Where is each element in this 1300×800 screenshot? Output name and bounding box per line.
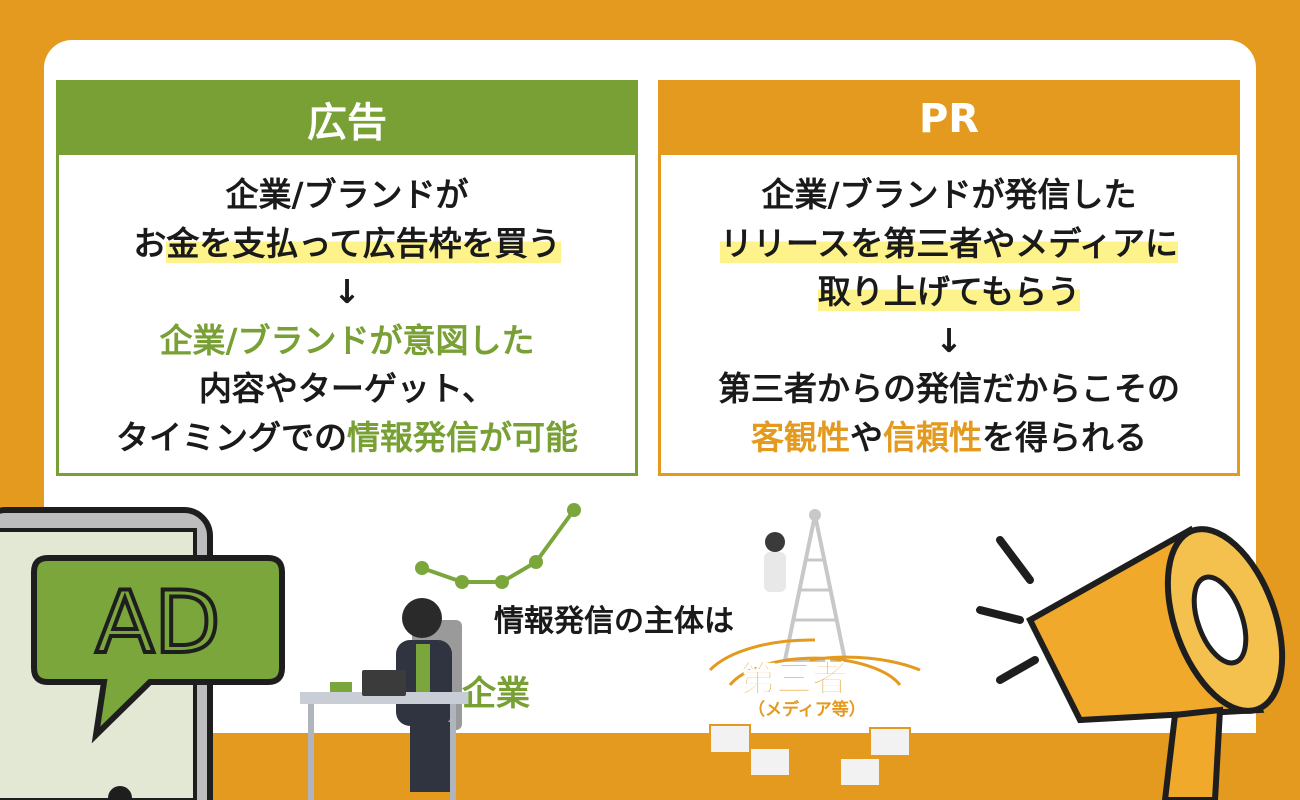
pr-line-1: 企業/ブランドが発信した bbox=[761, 175, 1137, 214]
broadcast-tower-illustration bbox=[708, 509, 921, 787]
pr-objectivity: 客観性 bbox=[751, 417, 850, 457]
ad-line-5-emphasis: 情報発信が可能 bbox=[347, 417, 578, 457]
ad-line-5-prefix: タイミングでの bbox=[116, 417, 347, 457]
ad-line-2-prefix: お bbox=[133, 223, 167, 263]
ad-line-2: お金を支払って広告枠を買う bbox=[59, 220, 635, 269]
pr-line-2-highlight: リリースを第三者やメディアに bbox=[719, 223, 1179, 263]
pr-arrow: ↓ bbox=[935, 320, 963, 360]
ad-line-2-highlight: 金を支払って広告枠を買う bbox=[166, 223, 561, 263]
pr-line-2: リリースを第三者やメディアに bbox=[661, 220, 1237, 269]
ad-panel-body: 企業/ブランドが お金を支払って広告枠を買う ↓ 企業/ブランドが意図した 内容… bbox=[59, 155, 635, 462]
phone-ad-icon: AD bbox=[0, 507, 285, 800]
third-party-label: 第三者 bbox=[739, 659, 849, 701]
media-note: （メディア等） bbox=[748, 700, 866, 720]
ad-bubble-text: AD bbox=[95, 573, 220, 673]
pr-line-4: 第三者からの発信だからこその bbox=[718, 369, 1180, 408]
growth-line-icon bbox=[415, 503, 581, 589]
pr-panel-body: 企業/ブランドが発信した リリースを第三者やメディアに 取り上げてもらう ↓ 第… bbox=[661, 155, 1237, 462]
pr-panel-title: PR bbox=[661, 83, 1237, 155]
pr-line-5-suffix: を得られる bbox=[982, 417, 1147, 457]
ad-arrow: ↓ bbox=[333, 272, 361, 311]
ad-line-5: タイミングでの情報発信が可能 bbox=[59, 414, 635, 463]
ad-line-4: 内容やターゲット、 bbox=[198, 369, 496, 408]
office-worker-illustration bbox=[300, 598, 470, 800]
ad-line-3: 企業/ブランドが意図した bbox=[159, 320, 535, 360]
bottom-band bbox=[0, 733, 1300, 800]
pr-line-5: 客観性や信頼性を得られる bbox=[661, 414, 1237, 463]
subject-label: 情報発信の主体は bbox=[494, 604, 734, 639]
megaphone-icon bbox=[976, 525, 1286, 800]
pr-line-5-particle: や bbox=[850, 417, 883, 457]
pr-reliability: 信頼性 bbox=[883, 417, 982, 457]
ad-panel-title: 広告 bbox=[59, 83, 635, 155]
ad-line-1: 企業/ブランドが bbox=[225, 175, 469, 214]
pr-line-3-highlight: 取り上げてもらう bbox=[817, 272, 1081, 311]
pr-panel: PR 企業/ブランドが発信した リリースを第三者やメディアに 取り上げてもらう … bbox=[658, 80, 1240, 476]
pr-line-3: 取り上げてもらう bbox=[661, 268, 1237, 317]
company-label: 企業 bbox=[462, 674, 530, 714]
ad-panel: 広告 企業/ブランドが お金を支払って広告枠を買う ↓ 企業/ブランドが意図した… bbox=[56, 80, 638, 476]
